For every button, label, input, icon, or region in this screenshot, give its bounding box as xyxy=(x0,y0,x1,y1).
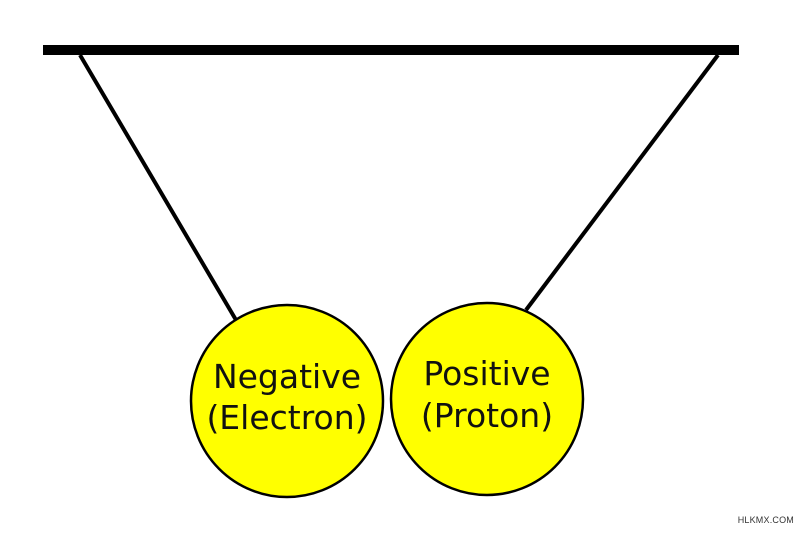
negative-label-line2: (Electron) xyxy=(206,398,367,437)
support-bar xyxy=(43,45,739,55)
positive-label-line2: (Proton) xyxy=(421,396,553,435)
negative-label-line1: Negative xyxy=(213,357,361,396)
left-string xyxy=(78,53,238,322)
positive-label-line1: Positive xyxy=(423,354,550,393)
right-string xyxy=(524,53,720,312)
watermark: HLKMX.COM xyxy=(737,515,794,525)
positive-ball-circle xyxy=(389,301,585,497)
positive-proton-ball: Positive (Proton) xyxy=(389,301,585,497)
negative-ball-circle xyxy=(189,303,385,499)
negative-electron-ball: Negative (Electron) xyxy=(189,303,385,499)
